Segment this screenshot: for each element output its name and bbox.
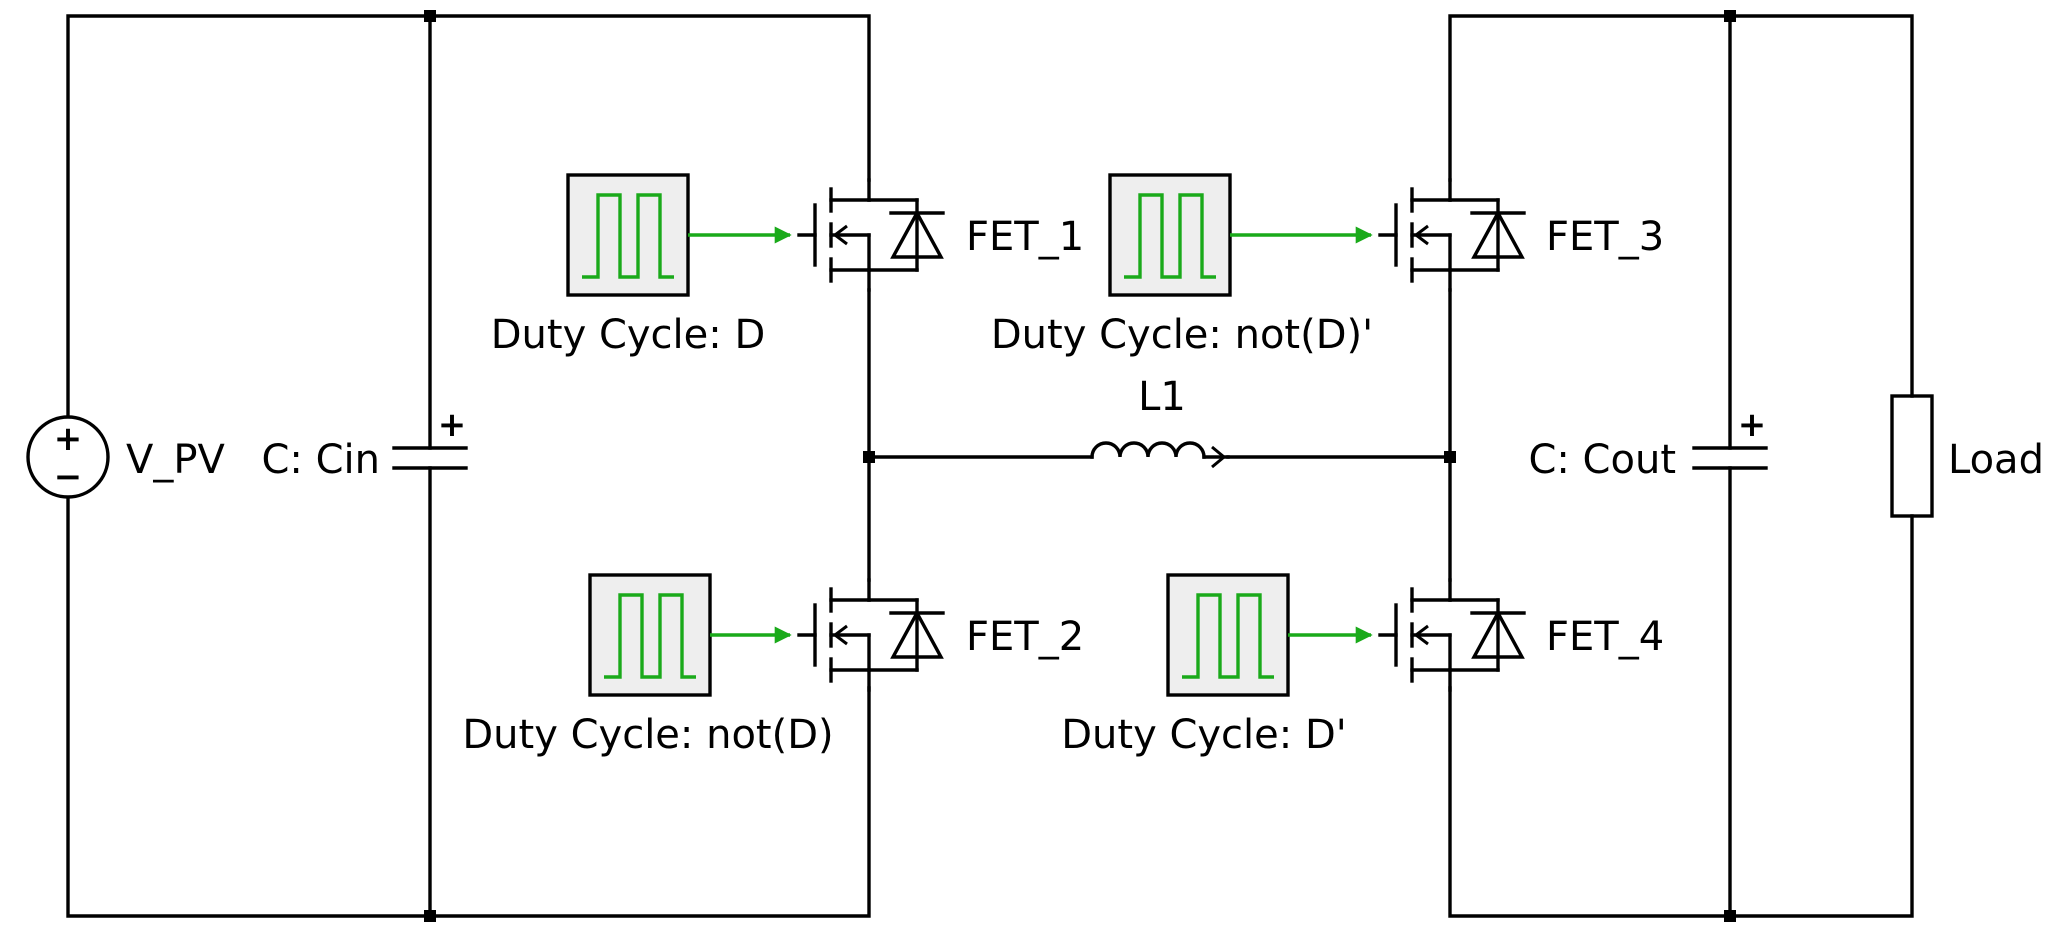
cout-label: C: Cout — [1528, 437, 1676, 483]
fet-3[interactable]: FET_3 — [1378, 178, 1664, 292]
wiring — [66, 10, 1914, 922]
top-right-rail — [1448, 14, 1914, 398]
fet-4[interactable]: FET_4 — [1378, 578, 1664, 692]
cap-plus-sign: + — [1738, 405, 1767, 445]
pwm-generator-fet-1[interactable]: Duty Cycle: D — [491, 173, 792, 358]
bottom-right-rail — [1448, 514, 1914, 918]
load-resistor[interactable]: Load — [1890, 394, 2044, 518]
voltage-source-vpv[interactable]: + − V_PV — [26, 415, 225, 499]
pwm-generator-fet-3[interactable]: Duty Cycle: not(D)' — [991, 173, 1373, 358]
resistor-body — [1890, 394, 1934, 518]
pwm-waveform-icon — [566, 173, 690, 297]
mosfet-symbol — [797, 178, 945, 292]
junction-dot — [1724, 910, 1736, 922]
junction-dot — [863, 451, 875, 463]
source-minus-sign: − — [54, 457, 83, 497]
cap-plus-sign: + — [438, 405, 467, 445]
inductor-coil — [1090, 441, 1206, 459]
mosfet-symbol — [1378, 578, 1526, 692]
top-left-rail — [66, 14, 871, 418]
fet-2[interactable]: FET_2 — [797, 578, 1084, 692]
duty-cycle-label: Duty Cycle: not(D) — [462, 712, 833, 758]
pwm-waveform-icon — [588, 573, 712, 697]
fet-1[interactable]: FET_1 — [797, 178, 1084, 292]
fet-label: FET_2 — [966, 614, 1084, 660]
load-label: Load — [1948, 437, 2044, 483]
pwm-generator-fet-4[interactable]: Duty Cycle: D' — [1061, 573, 1373, 758]
inductor-l1[interactable]: L1 — [1090, 374, 1230, 469]
duty-cycle-label: Duty Cycle: D — [491, 312, 766, 358]
inductor-direction-icon — [1211, 445, 1227, 469]
junction-dot — [424, 10, 436, 22]
duty-cycle-label: Duty Cycle: D' — [1061, 712, 1347, 758]
fet-label: FET_4 — [1546, 614, 1664, 660]
mosfet-symbol — [1378, 178, 1526, 292]
duty-cycle-label: Duty Cycle: not(D)' — [991, 312, 1373, 358]
fet-label: FET_1 — [966, 214, 1084, 260]
capacitor-cin[interactable]: + C: Cin — [261, 405, 468, 483]
capacitor-cout[interactable]: + C: Cout — [1528, 405, 1768, 483]
junction-dot — [1724, 10, 1736, 22]
fet-label: FET_3 — [1546, 214, 1664, 260]
mosfet-symbol — [797, 578, 945, 692]
cin-label: C: Cin — [261, 437, 380, 483]
bottom-left-rail — [66, 496, 871, 918]
pwm-generator-fet-2[interactable]: Duty Cycle: not(D) — [462, 573, 834, 758]
source-label: V_PV — [126, 437, 225, 483]
inductor-label: L1 — [1138, 374, 1186, 420]
pwm-waveform-icon — [1108, 173, 1232, 297]
pwm-waveform-icon — [1166, 573, 1290, 697]
source-plus-sign: + — [54, 419, 83, 459]
junction-dot — [424, 910, 436, 922]
junction-dot — [1444, 451, 1456, 463]
source-symbol — [26, 415, 110, 499]
